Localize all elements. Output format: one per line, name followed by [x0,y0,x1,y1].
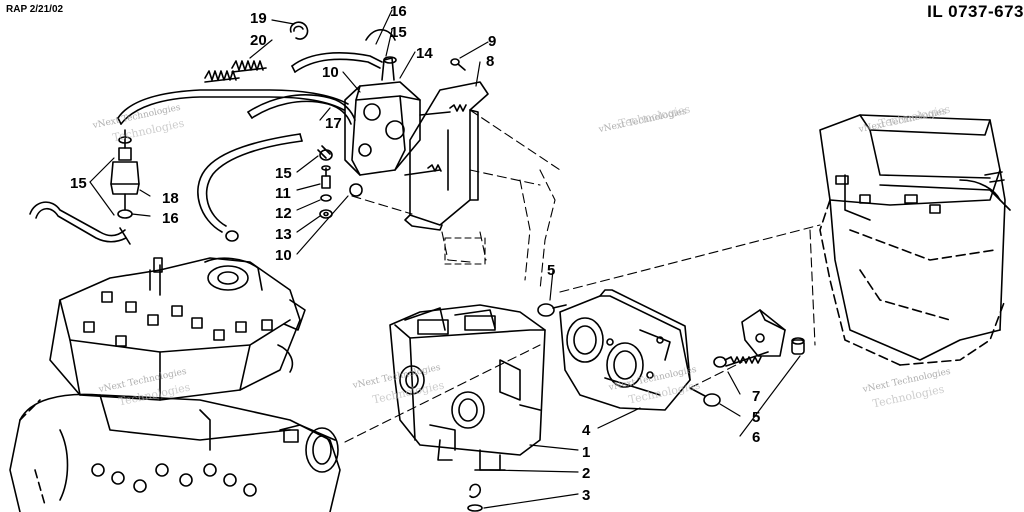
airbox-dashed-outline [819,199,1006,366]
callout-2: 2 [582,465,590,482]
assembly-dashed-lines [344,109,821,443]
bolt-washer-stack [319,165,333,219]
spring-part [204,60,267,83]
callout-8: 8 [486,53,494,70]
callout-13: 13 [275,226,292,243]
callout-17: 17 [325,115,342,132]
engine-dashed-outline [19,399,46,506]
carburetor-part [389,304,546,512]
callout-6: 6 [752,429,760,446]
callout-numbers: 19 20 16 15 14 9 8 10 17 15 11 12 13 10 … [70,3,760,504]
callout-10-b: 10 [275,247,292,264]
fuel-hose-lower [197,133,333,242]
clamp-ring-part [289,21,309,40]
callout-5-b: 5 [752,409,760,426]
callout-12: 12 [275,205,292,222]
callout-19: 19 [250,10,267,27]
screw-part [450,58,466,71]
callout-4: 4 [582,422,591,439]
illustration-id-label: IL 0737-673 [927,2,1024,21]
callout-16: 16 [390,3,407,20]
callout-10: 10 [322,64,339,81]
mounting-bracket-part [404,81,489,231]
callout-9: 9 [488,33,496,50]
engine-cylinder-head-part [49,257,306,401]
callout-18: 18 [162,190,179,207]
carburetor-adapter-part [559,289,691,411]
date-code-label: RAP 2/21/02 [6,4,64,15]
callout-14: 14 [416,45,433,62]
callout-5: 5 [547,262,555,279]
callout-20: 20 [250,32,267,49]
callout-15: 15 [390,24,407,41]
airbox-bracket-part [741,309,805,357]
fuel-hose-bottom-left [29,201,131,245]
rubber-plug-part [537,303,721,407]
engine-crankcase-part [9,393,341,512]
assembly-dashed-box [444,237,486,265]
fuel-hose-17 [247,94,356,125]
callout-15-c: 15 [70,175,87,192]
leader-lines [89,9,801,509]
callout-3: 3 [582,487,590,504]
airbox-bolt-part [713,351,769,368]
callout-16-b: 16 [162,210,179,227]
fuel-pump-part [344,56,467,197]
callout-15-b: 15 [275,165,292,182]
callout-11: 11 [275,185,291,202]
callout-7: 7 [752,388,760,405]
callout-1: 1 [582,444,590,461]
fuel-filter-part [110,129,140,219]
airbox-part [819,114,1011,361]
